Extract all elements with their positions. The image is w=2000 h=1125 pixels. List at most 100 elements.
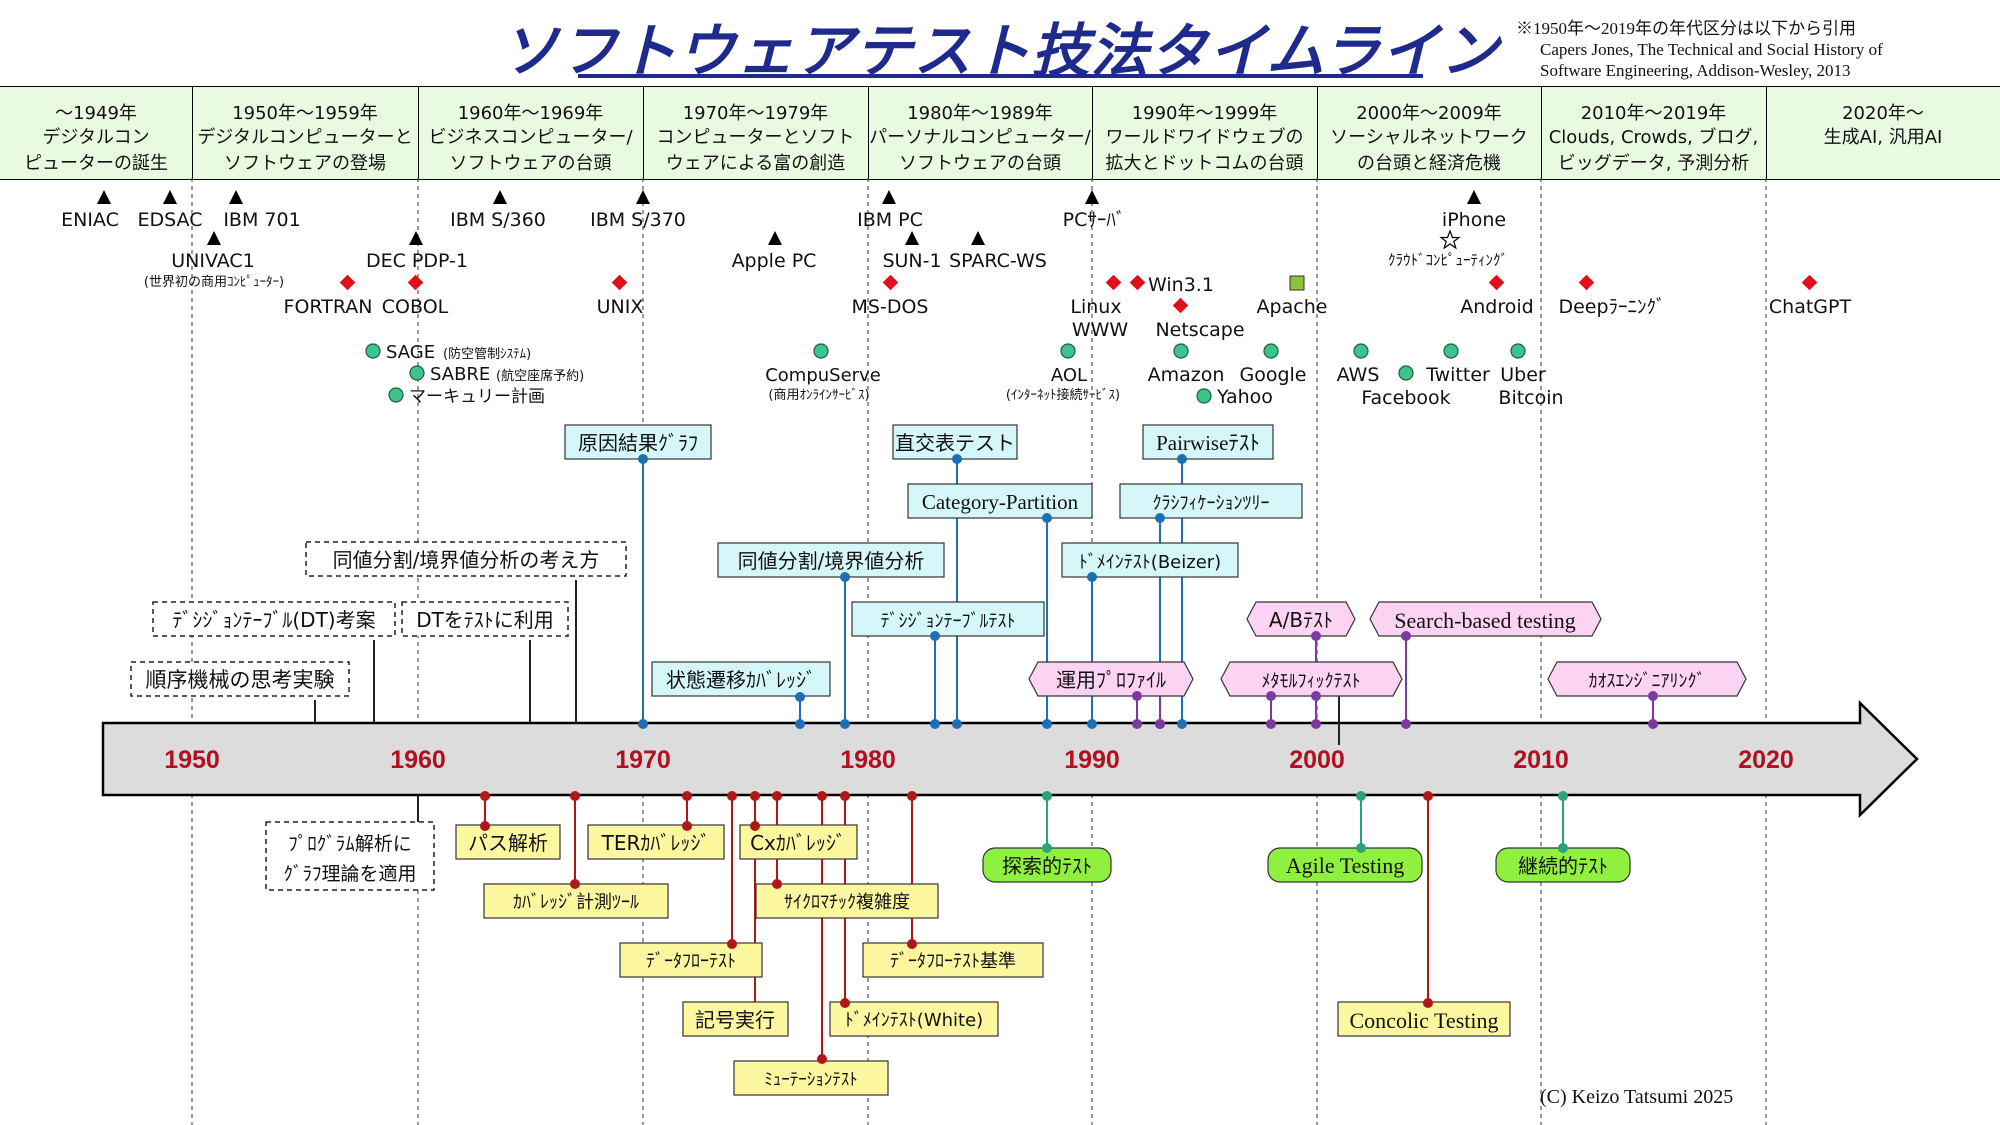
concept-box bbox=[152, 601, 396, 637]
whitebox-box bbox=[483, 883, 669, 919]
diamond-marker bbox=[1129, 274, 1146, 291]
decade-label: 2020 bbox=[1738, 746, 1794, 774]
star-marker bbox=[1439, 229, 1461, 250]
era-cell: ～1949年 デジタルコン ピューターの誕生 bbox=[0, 87, 192, 179]
blackbox-box bbox=[564, 424, 712, 460]
era-desc: ビジネスコンピューター/ bbox=[428, 127, 633, 148]
era-desc: ピューターの誕生 bbox=[24, 153, 168, 174]
triangle-marker bbox=[768, 231, 782, 245]
square-marker bbox=[1289, 275, 1305, 291]
usage-techniques: 運用ﾌﾟﾛﾌｧｲﾙ A/Bﾃｽﾄ ﾒﾀﾓﾙﾌｨｯｸﾃｽﾄ Search-base… bbox=[1028, 601, 1747, 745]
circle-marker bbox=[1510, 343, 1526, 359]
anchor-dot bbox=[952, 454, 962, 464]
anchor-dot bbox=[1648, 719, 1658, 729]
anchor-dot bbox=[1648, 691, 1658, 701]
anchor-dot bbox=[1423, 791, 1433, 801]
milestone-label: Twitter bbox=[1425, 364, 1490, 386]
milestone-label: Apple PC bbox=[732, 250, 817, 272]
whitebox-box bbox=[682, 1001, 789, 1037]
technique-label: TERｶﾊﾞﾚｯｼﾞ bbox=[601, 831, 711, 855]
anchor-dot bbox=[682, 791, 692, 801]
era-cell: 1950年～1959年 デジタルコンピューターと ソフトウェアの登場 bbox=[192, 87, 418, 179]
technique-label: 原因結果ｸﾞﾗﾌ bbox=[578, 431, 698, 455]
anchor-dot bbox=[907, 791, 917, 801]
milestone-label: DEC PDP-1 bbox=[366, 250, 468, 272]
technique-label: ﾄﾞﾒｲﾝﾃｽﾄ(White) bbox=[845, 1010, 983, 1031]
technique-label: ﾄﾞﾒｲﾝﾃｽﾄ(Beizer) bbox=[1079, 552, 1221, 573]
anchor-dot bbox=[1042, 843, 1052, 853]
whitebox-techniques: パス解析 TERｶﾊﾞﾚｯｼﾞ Cxｶﾊﾞﾚｯｼﾞ ｶﾊﾞﾚｯｼﾞ計測ﾂｰﾙ ｻ… bbox=[455, 791, 1511, 1096]
circle-marker bbox=[1196, 388, 1212, 404]
decade-label: 2010 bbox=[1513, 746, 1569, 774]
anchor-dot bbox=[570, 879, 580, 889]
era-year: 2020年～ bbox=[1842, 103, 1924, 124]
decade-label: 2000 bbox=[1289, 746, 1345, 774]
circle-marker bbox=[388, 387, 404, 403]
milestone-label: SPARC-WS bbox=[949, 250, 1047, 272]
anchor-dot bbox=[817, 791, 827, 801]
era-desc: コンピューターとソフト bbox=[656, 127, 855, 148]
milestone-label: SABRE bbox=[430, 364, 490, 385]
diamond-marker bbox=[1578, 274, 1595, 291]
anchor-dot bbox=[1266, 691, 1276, 701]
triangle-marker bbox=[97, 190, 111, 204]
milestone-note: (防空管制ｼｽﾃﾑ) bbox=[443, 346, 531, 362]
usage-box bbox=[1547, 661, 1747, 697]
anchor-dot bbox=[840, 791, 850, 801]
triangle-marker bbox=[971, 231, 985, 245]
milestone-label: SUN-1 bbox=[882, 250, 941, 272]
usage-box bbox=[1246, 601, 1356, 637]
anchor-dot bbox=[772, 879, 782, 889]
milestone-label: IBM S/360 bbox=[450, 209, 546, 231]
process-box bbox=[1267, 847, 1423, 883]
anchor-dot bbox=[1558, 843, 1568, 853]
triangle-marker bbox=[163, 190, 177, 204]
triangle-marker bbox=[1467, 190, 1481, 204]
anchor-dot bbox=[930, 631, 940, 641]
circle-marker bbox=[1443, 343, 1459, 359]
anchor-dot bbox=[480, 821, 490, 831]
circle-marker bbox=[1398, 365, 1414, 381]
milestone-label: Netscape bbox=[1155, 319, 1244, 341]
era-desc: ソーシャルネットワーク bbox=[1330, 127, 1528, 148]
technique-label: Pairwiseﾃｽﾄ bbox=[1156, 431, 1260, 455]
usage-box bbox=[1220, 661, 1403, 697]
milestone-label: Amazon bbox=[1148, 364, 1225, 386]
blackbox-box bbox=[892, 424, 1018, 460]
technique-label: 運用ﾌﾟﾛﾌｧｲﾙ bbox=[1056, 668, 1166, 692]
service-milestones: SAGE (防空管制ｼｽﾃﾑ) SABRE (航空座席予約) マーキュリー計画 … bbox=[365, 342, 1564, 409]
era-divider bbox=[643, 87, 644, 179]
era-cell: 1990年～1999年 ワールドワイドウェブの 拡大とドットコムの台頭 bbox=[1092, 87, 1317, 179]
milestone-label: CompuServe bbox=[765, 365, 881, 386]
diamond-marker bbox=[1172, 297, 1189, 314]
blackbox-box bbox=[1142, 424, 1274, 460]
circle-marker bbox=[813, 343, 829, 359]
diamond-marker bbox=[407, 274, 424, 291]
blackbox-box bbox=[851, 601, 1045, 637]
timeline-arrow bbox=[101, 700, 1919, 818]
decade-label: 1950 bbox=[164, 746, 220, 774]
technique-label: ｸﾞﾗﾌ理論を適用 bbox=[283, 863, 416, 885]
whitebox-box bbox=[619, 942, 763, 978]
anchor-dot bbox=[817, 1054, 827, 1064]
milestone-label: Android bbox=[1460, 296, 1533, 318]
technique-label: パス解析 bbox=[468, 831, 548, 855]
blackbox-box bbox=[1119, 483, 1303, 519]
technique-label: 同値分割/境界値分析の考え方 bbox=[333, 548, 600, 572]
whitebox-box bbox=[733, 1060, 889, 1096]
copyright-notice: (C) Keizo Tatsumi 2025 bbox=[1540, 1086, 1734, 1108]
era-desc: の台頭と経済危機 bbox=[1357, 153, 1501, 174]
technique-label: ｸﾗｼﾌｨｹｰｼｮﾝﾂﾘｰ bbox=[1153, 493, 1270, 514]
anchor-dot bbox=[1311, 719, 1321, 729]
technique-label: ｶｵｽｴﾝｼﾞﾆｱﾘﾝｸﾞ bbox=[1589, 671, 1706, 692]
era-year: 1960年～1969年 bbox=[457, 103, 604, 124]
milestone-label: Apache bbox=[1257, 296, 1328, 318]
milestone-note: (ｲﾝﾀｰﾈｯﾄ接続ｻｰﾋﾞｽ) bbox=[1006, 387, 1120, 403]
era-year: 2010年～2019年 bbox=[1580, 103, 1727, 124]
technique-label: Cxｶﾊﾞﾚｯｼﾞ bbox=[750, 831, 846, 855]
software-milestones: FORTRAN COBOL UNIX MS-DOS Linux WWW Win3… bbox=[284, 274, 1852, 341]
anchor-dot bbox=[480, 791, 490, 801]
milestone-label: PCｻｰﾊﾞ bbox=[1063, 209, 1126, 231]
technique-label: ﾃﾞｰﾀﾌﾛｰﾃｽﾄ bbox=[646, 951, 736, 972]
